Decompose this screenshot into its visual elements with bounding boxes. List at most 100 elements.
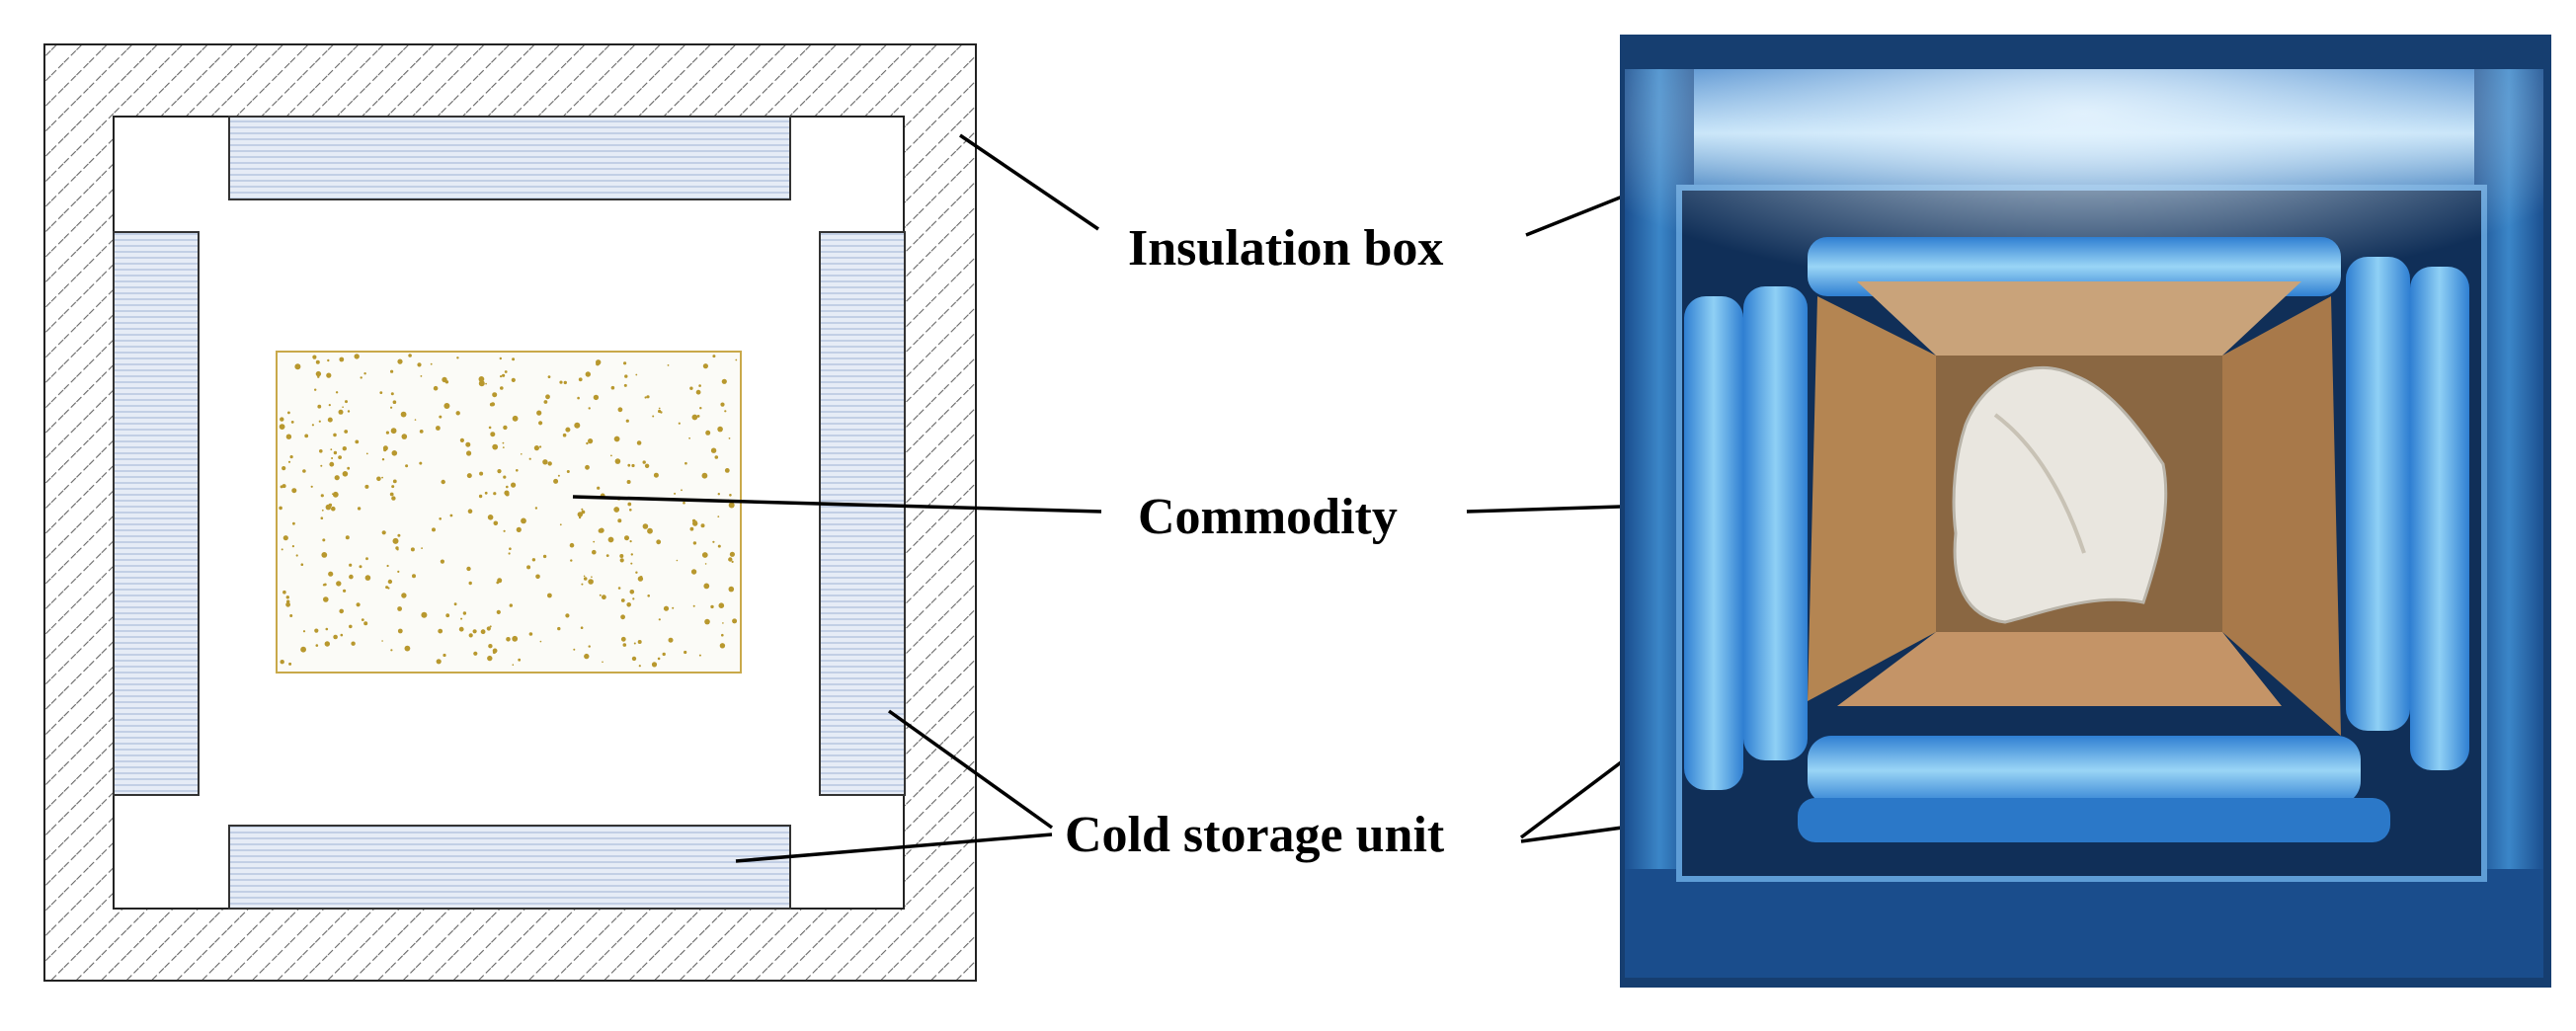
speckle — [466, 566, 471, 572]
speckle — [492, 392, 498, 398]
speckle — [390, 392, 394, 396]
speckle — [547, 461, 552, 466]
speckle — [547, 593, 552, 598]
speckle — [521, 517, 526, 524]
speckle — [334, 475, 340, 481]
speckle — [577, 396, 580, 400]
speckle — [279, 506, 282, 511]
speckle — [497, 578, 503, 584]
speckle — [710, 447, 717, 453]
speckle — [492, 443, 499, 450]
speckle — [280, 417, 284, 422]
speckle — [581, 508, 584, 511]
speckle — [503, 475, 507, 479]
speckle — [339, 357, 345, 362]
speckle — [473, 651, 478, 656]
speckle — [397, 606, 402, 611]
speckle — [526, 565, 531, 570]
speckle — [499, 357, 502, 360]
speckle — [493, 520, 499, 526]
speckle — [633, 642, 636, 645]
speckle — [314, 388, 317, 391]
speckle — [691, 414, 698, 421]
speckle — [610, 385, 615, 390]
speckle — [390, 649, 393, 652]
speckle — [433, 385, 439, 391]
speckle — [624, 535, 629, 541]
speckle — [557, 626, 561, 631]
speckle — [518, 658, 522, 662]
speckle — [347, 466, 351, 470]
speckle — [294, 363, 301, 370]
speckle — [553, 478, 559, 484]
speckle — [535, 574, 540, 580]
speckle — [381, 476, 383, 479]
speckle — [712, 540, 715, 543]
speckle — [355, 439, 360, 444]
speckle — [662, 652, 666, 657]
speckle — [419, 430, 424, 434]
speckle — [668, 637, 674, 643]
speckle — [488, 426, 492, 430]
speckle — [459, 437, 464, 442]
speckle — [593, 540, 596, 543]
speckle — [511, 482, 517, 488]
schematic-diagram — [43, 43, 977, 982]
speckle — [656, 539, 662, 545]
speckle — [432, 527, 436, 532]
speckle — [488, 644, 493, 649]
speckle — [385, 431, 389, 435]
speckle — [722, 622, 724, 624]
speckle — [468, 581, 472, 586]
speckle — [674, 492, 677, 495]
speckle — [596, 361, 600, 366]
speckle — [311, 424, 314, 427]
speckle — [485, 382, 487, 385]
speckle — [323, 583, 327, 587]
speckle — [703, 583, 710, 590]
speckle — [623, 383, 627, 387]
label-insulation-box: Insulation box — [1128, 220, 1443, 277]
speckle — [592, 549, 597, 555]
speckle — [689, 386, 693, 390]
speckle — [390, 428, 397, 435]
speckle — [602, 661, 604, 664]
speckle — [280, 660, 284, 665]
speckle — [720, 402, 725, 407]
speckle — [700, 523, 705, 528]
speckle — [690, 569, 697, 575]
speckle — [344, 430, 349, 434]
speckle — [500, 375, 503, 378]
speckle — [339, 608, 345, 614]
speckle — [508, 552, 511, 555]
speckle — [521, 453, 523, 455]
speckle — [441, 479, 445, 485]
speckle — [629, 540, 632, 543]
speckle — [328, 571, 334, 577]
speckle — [421, 547, 423, 549]
speckle — [607, 536, 614, 543]
speckle — [536, 410, 542, 416]
speckle — [695, 389, 701, 395]
speckle — [445, 613, 450, 618]
speckle — [613, 507, 620, 513]
speckle — [397, 628, 403, 634]
speckle — [631, 656, 637, 662]
speckle — [289, 455, 293, 459]
speckle — [637, 576, 644, 582]
speckle — [318, 420, 321, 423]
speckle — [381, 530, 386, 535]
speckle — [356, 602, 361, 607]
speckle — [349, 624, 353, 629]
speckle — [417, 362, 422, 367]
speckle — [578, 377, 583, 382]
speckle — [731, 560, 734, 564]
speckle — [647, 595, 650, 597]
speckle — [728, 437, 731, 439]
photo-cardboard-back — [1857, 281, 2301, 356]
speckle — [632, 597, 635, 600]
speckle — [729, 494, 732, 497]
speckle — [617, 587, 621, 590]
speckle — [390, 369, 394, 373]
speckle — [392, 537, 399, 544]
